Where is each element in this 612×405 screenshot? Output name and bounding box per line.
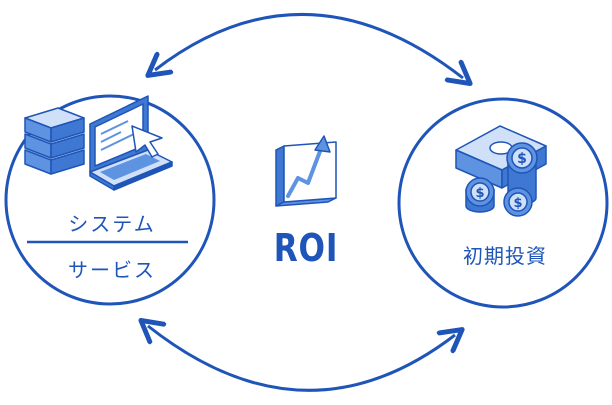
top-arc-arrow: [155, 13, 463, 78]
svg-text:$: $: [517, 151, 527, 167]
svg-text:$: $: [475, 186, 484, 201]
bottom-arc-arrow: [148, 326, 455, 392]
system-label: システム: [68, 212, 156, 236]
money-coins-icon: $ $ $: [455, 125, 547, 217]
initial-investment-label: 初期投資: [463, 244, 547, 268]
svg-text:$: $: [513, 196, 522, 211]
roi-label: ROI: [273, 226, 339, 270]
server-laptop-icon: [24, 95, 173, 191]
right-node-circle: [397, 97, 609, 309]
service-label: サービス: [68, 258, 156, 282]
growth-chart-icon: [275, 135, 337, 207]
